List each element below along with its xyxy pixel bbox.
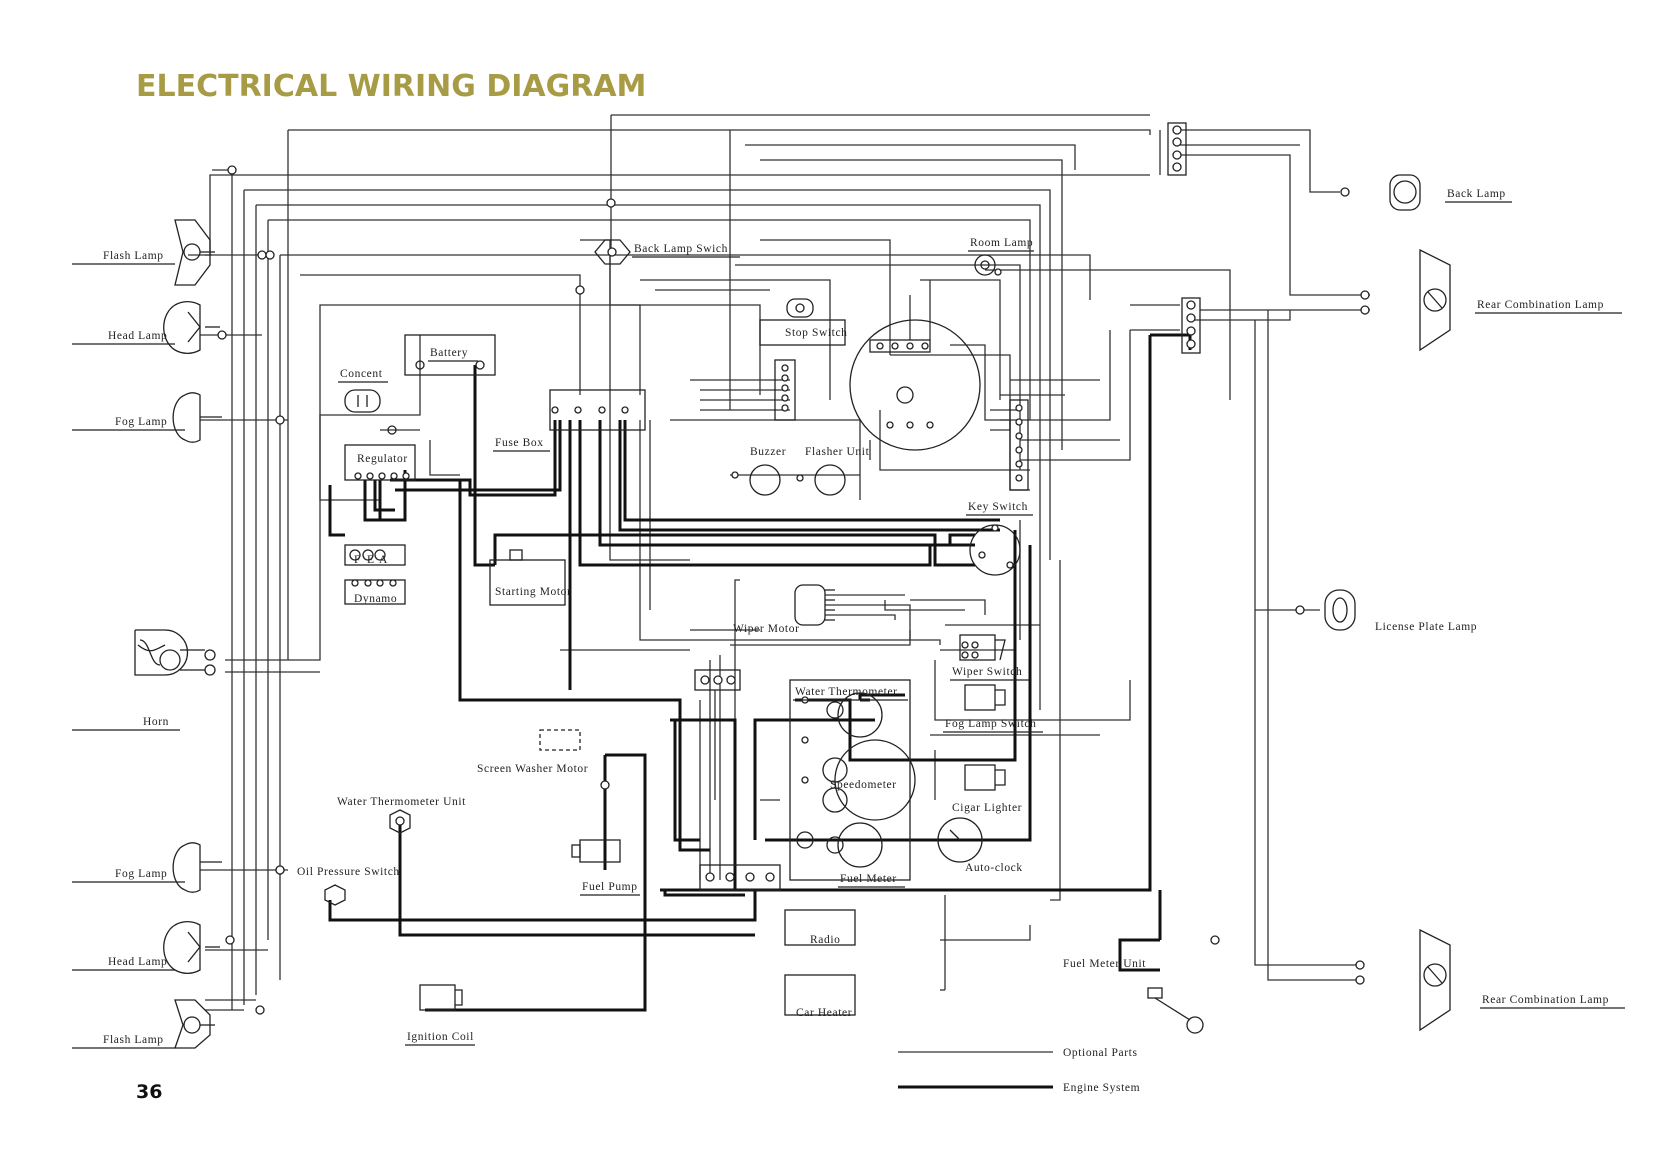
screen-washer-motor-symbol	[539, 729, 581, 751]
oil-pressure-switch-symbol	[324, 884, 346, 906]
label-water-thermometer-unit: Water Thermometer Unit	[337, 796, 466, 808]
label-head-lamp-top: Head Lamp	[108, 330, 167, 342]
auto-clock-symbol	[937, 817, 983, 863]
horn-symbol	[134, 629, 216, 676]
label-fuel-pump: Fuel Pump	[582, 881, 638, 893]
label-back-lamp-switch: Back Lamp Swich	[634, 243, 728, 255]
instrument-cluster-symbol	[789, 679, 916, 881]
battery-symbol	[404, 334, 496, 376]
label-auto-clock: Auto-clock	[965, 862, 1023, 874]
wiper-switch-symbol	[959, 634, 1006, 661]
label-starting-motor: Starting Motor	[495, 586, 571, 598]
label-concent: Concent	[340, 368, 383, 380]
label-rear-combination-lamp-bottom: Rear Combination Lamp	[1482, 994, 1609, 1006]
label-car-heater: Car Heater	[796, 1007, 852, 1019]
dynamo-terminal-f: F	[354, 554, 361, 566]
components	[134, 122, 1451, 1049]
label-license-plate-lamp: License Plate Lamp	[1375, 621, 1477, 633]
room-lamp-symbol	[974, 254, 1002, 276]
label-fuel-meter-unit: Fuel Meter Unit	[1063, 958, 1146, 970]
rear-combination-lamp-top-symbol	[1419, 248, 1451, 352]
label-fuse-box: Fuse Box	[495, 437, 544, 449]
label-head-lamp-bottom: Head Lamp	[108, 956, 167, 968]
label-radio: Radio	[810, 934, 840, 946]
engine-wires	[328, 330, 1192, 1012]
back-lamp-symbol	[1389, 174, 1421, 211]
head-lamp-bottom-symbol	[163, 921, 220, 974]
label-stop-switch: Stop Switch	[785, 327, 848, 339]
label-wiper-switch: Wiper Switch	[952, 666, 1022, 678]
label-screen-washer-motor: Screen Washer Motor	[477, 763, 588, 775]
legend: Optional Parts Engine System	[898, 1047, 1140, 1094]
fuel-meter-unit-symbol	[1147, 987, 1204, 1034]
label-room-lamp: Room Lamp	[970, 237, 1033, 249]
dynamo-terminal-e: E	[367, 554, 375, 566]
back-lamp-switch-symbol	[594, 239, 631, 265]
label-wiper-motor: Wiper Motor	[733, 623, 800, 635]
label-speedometer: Speedometer	[830, 779, 897, 791]
label-fog-lamp-switch: Fog Lamp Switch	[945, 718, 1036, 730]
fog-lamp-bottom-symbol	[172, 842, 222, 893]
rear-combination-lamp-bottom-symbol	[1419, 928, 1451, 1032]
label-battery: Battery	[430, 347, 468, 359]
label-rear-combination-lamp-top: Rear Combination Lamp	[1477, 299, 1604, 311]
flash-lamp-bottom-symbol	[174, 999, 215, 1049]
head-lamp-top-symbol	[163, 301, 220, 354]
flasher-unit-symbol	[796, 464, 846, 496]
label-fog-lamp-top: Fog Lamp	[115, 416, 167, 428]
label-fuel-meter: Fuel Meter	[840, 873, 897, 885]
label-cigar-lighter: Cigar Lighter	[952, 802, 1022, 814]
label-buzzer: Buzzer	[750, 446, 786, 458]
junction-connector-c	[694, 669, 741, 691]
fog-lamp-top-symbol	[172, 392, 222, 443]
label-flash-lamp-bottom: Flash Lamp	[103, 1034, 164, 1046]
label-water-thermometer: Water Thermometer	[795, 686, 898, 698]
label-fog-lamp-bottom: Fog Lamp	[115, 868, 167, 880]
label-key-switch: Key Switch	[968, 501, 1028, 513]
ignition-coil-symbol	[419, 984, 463, 1011]
page-title: ELECTRICAL WIRING DIAGRAM	[136, 69, 646, 104]
label-back-lamp: Back Lamp	[1447, 188, 1506, 200]
label-oil-pressure-switch: Oil Pressure Switch	[297, 866, 400, 878]
junction-connector-f	[1181, 297, 1201, 354]
labels: Flash Lamp Head Lamp Fog Lamp Horn Fog L…	[72, 188, 1625, 1049]
junction-connector-e	[1167, 122, 1187, 176]
combination-switch-symbol	[849, 319, 981, 451]
stop-switch-symbol	[759, 298, 846, 346]
label-regulator: Regulator	[357, 453, 408, 465]
thin-wires	[188, 114, 1370, 1011]
buzzer-symbol	[731, 464, 781, 496]
water-thermometer-unit-symbol	[389, 809, 411, 834]
junction-connector-b	[1009, 399, 1029, 491]
regulator-symbol	[344, 444, 416, 481]
dynamo-symbol	[344, 544, 406, 605]
fuse-box-symbol	[549, 389, 646, 431]
concent-symbol	[344, 389, 397, 435]
wiper-motor-symbol	[794, 584, 835, 626]
page-number: 36	[136, 1081, 162, 1103]
junction-connector-a	[774, 359, 796, 421]
label-flash-lamp-top: Flash Lamp	[103, 250, 164, 262]
legend-optional-parts: Optional Parts	[1063, 1047, 1138, 1059]
license-plate-lamp-symbol	[1324, 589, 1356, 631]
fog-lamp-switch-symbol	[964, 684, 1006, 711]
label-horn: Horn	[143, 716, 169, 728]
label-ignition-coil: Ignition Coil	[407, 1031, 474, 1043]
junction-connector-d	[699, 864, 781, 891]
flash-lamp-top-symbol	[174, 219, 215, 286]
dynamo-terminal-a: A	[379, 554, 388, 566]
starting-motor-symbol	[489, 549, 566, 606]
radio-symbol	[784, 909, 856, 946]
car-heater-symbol	[784, 974, 856, 1016]
label-flasher-unit: Flasher Unit	[805, 446, 870, 458]
label-dynamo: Dynamo	[354, 593, 397, 605]
key-switch-symbol	[969, 524, 1021, 576]
fuel-pump-symbol	[571, 839, 621, 863]
cigar-lighter-symbol	[964, 764, 1006, 791]
legend-engine-system: Engine System	[1063, 1082, 1140, 1094]
